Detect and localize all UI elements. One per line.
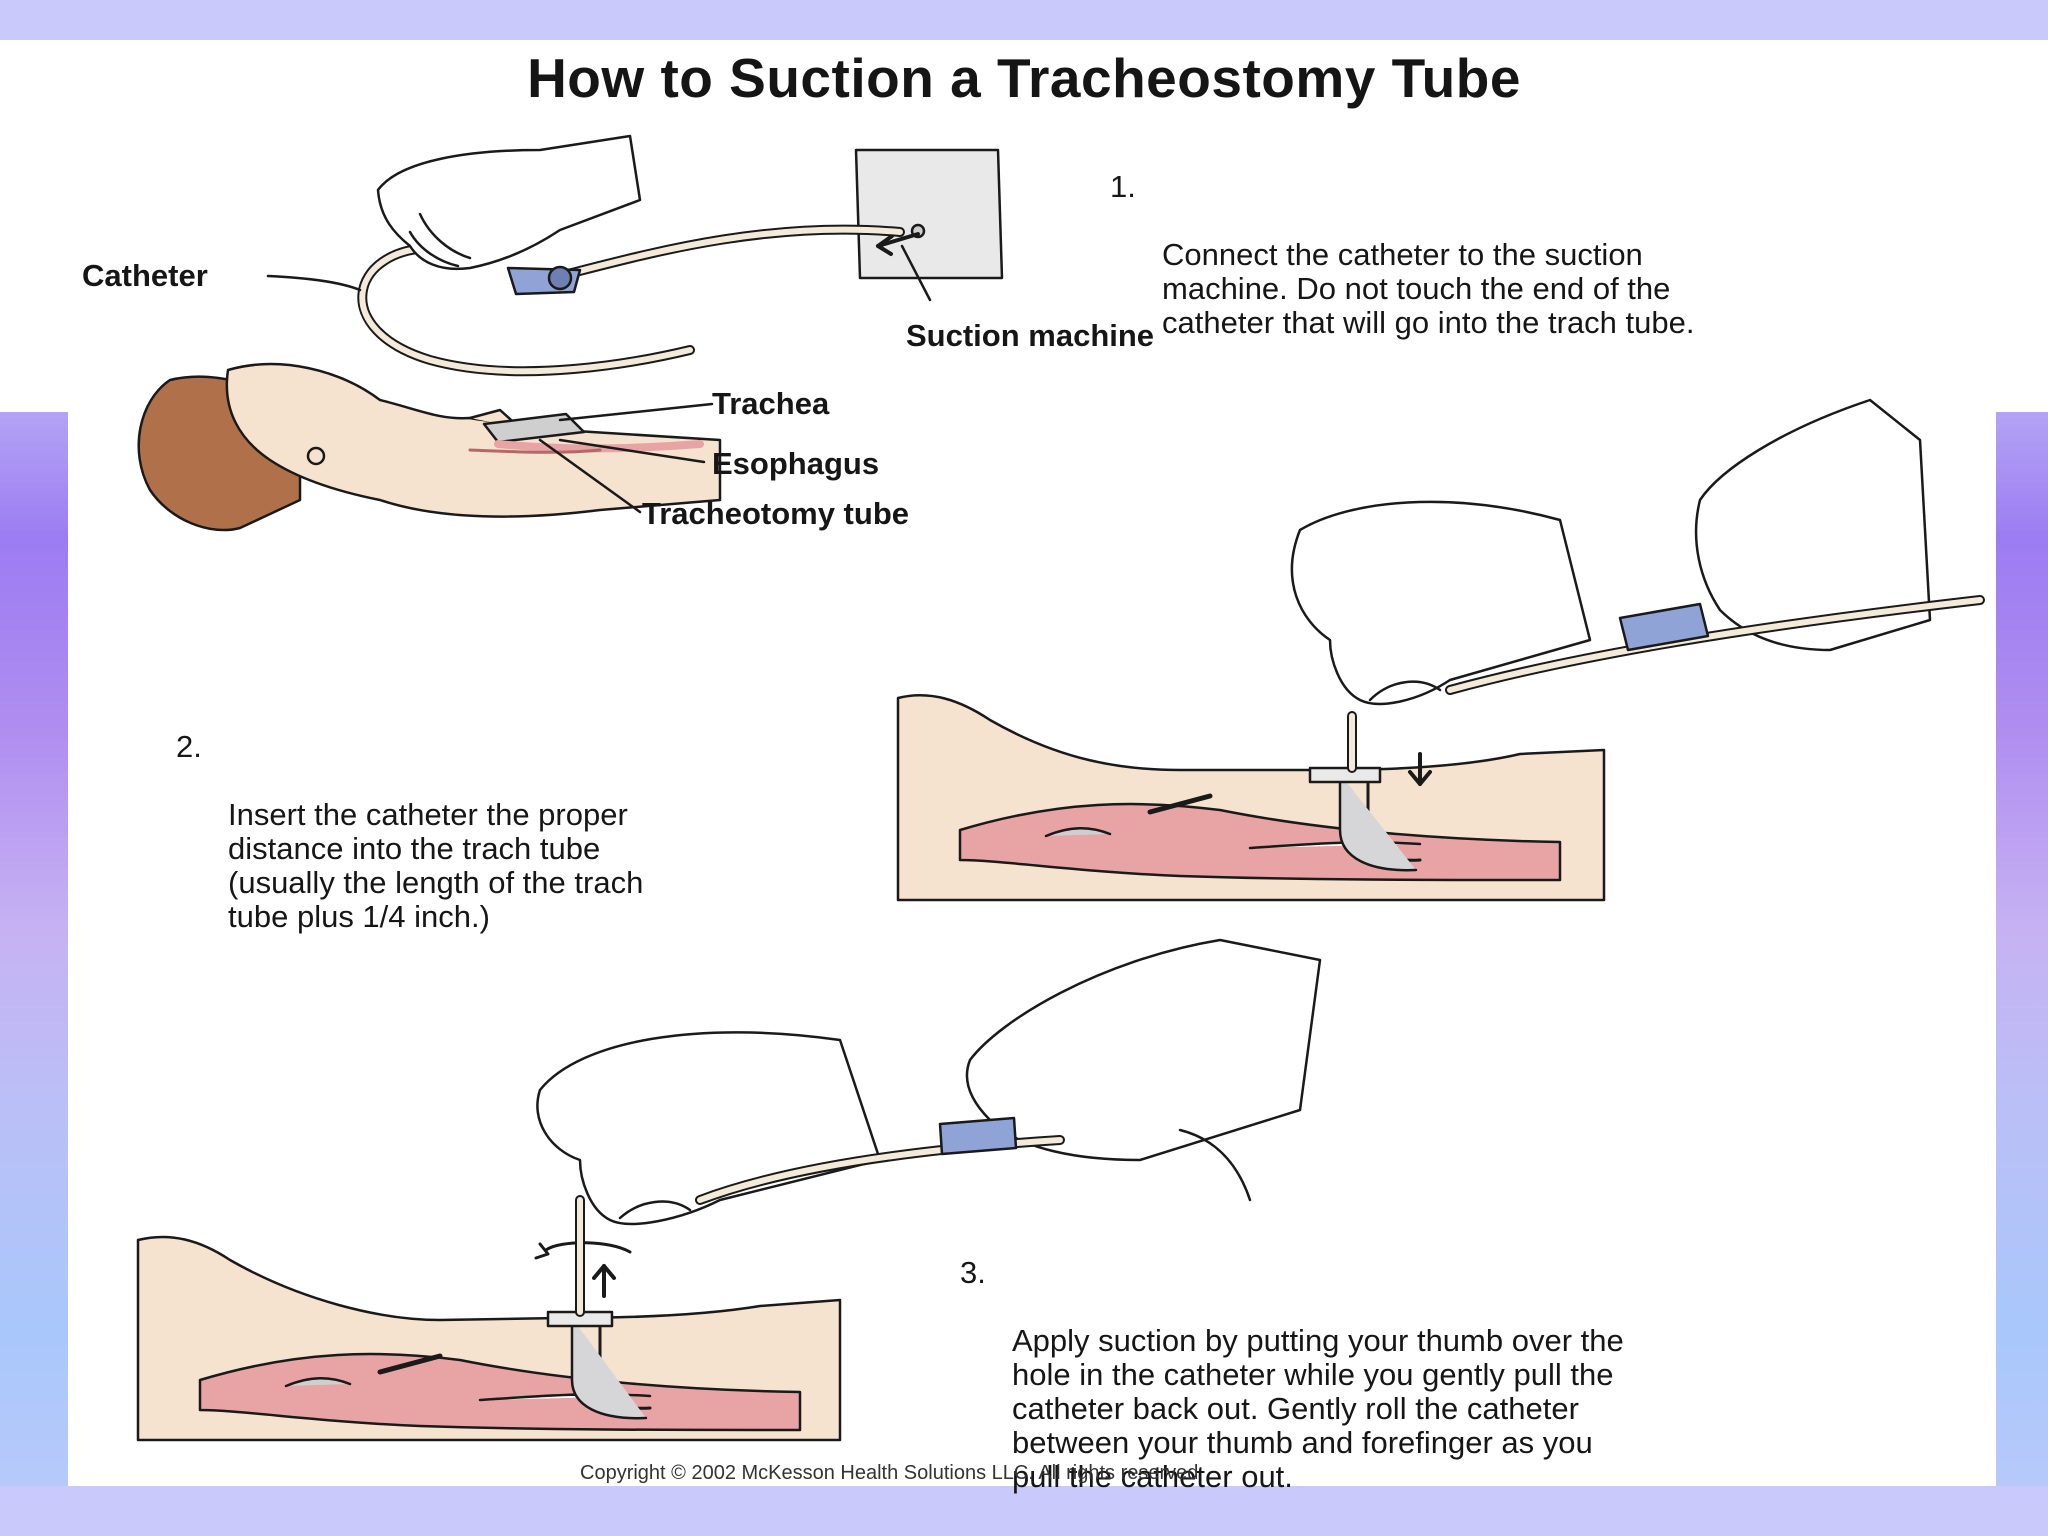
patient-head-illustration [137,362,722,532]
catheter-illustration [266,224,905,377]
step-3-instruction: 3. Apply suction by putting your thumb o… [960,1256,1624,1494]
label-catheter: Catheter [82,258,208,293]
step-2-text: Insert the catheter the proper distance … [228,797,644,934]
label-tracheotomy-tube: Tracheotomy tube [642,496,909,531]
copyright-notice: Copyright © 2002 McKesson Health Solutio… [580,1462,1199,1484]
step-1-number: 1. [1110,169,1136,204]
step-3-text: Apply suction by putting your thumb over… [1012,1323,1624,1494]
step2-illustration [896,398,1985,902]
label-trachea: Trachea [712,386,830,421]
label-esophagus: Esophagus [712,446,880,481]
background-bottom-band [0,1486,2048,1536]
suction-machine-illustration [854,148,1004,302]
step-1-text: Connect the catheter to the suction mach… [1162,237,1695,340]
hand-step1-illustration [376,134,642,271]
label-suction-machine: Suction machine [906,318,1155,353]
step-1-instruction: 1. Connect the catheter to the suction m… [1110,170,1695,340]
step-2-instruction: 2. Insert the catheter the proper distan… [176,730,644,934]
page-title: How to Suction a Tracheostomy Tube [527,47,1521,109]
step-3-number: 3. [960,1255,986,1290]
step-2-number: 2. [176,729,202,764]
step3-illustration [136,938,1322,1442]
label-leader-lines [538,402,714,514]
